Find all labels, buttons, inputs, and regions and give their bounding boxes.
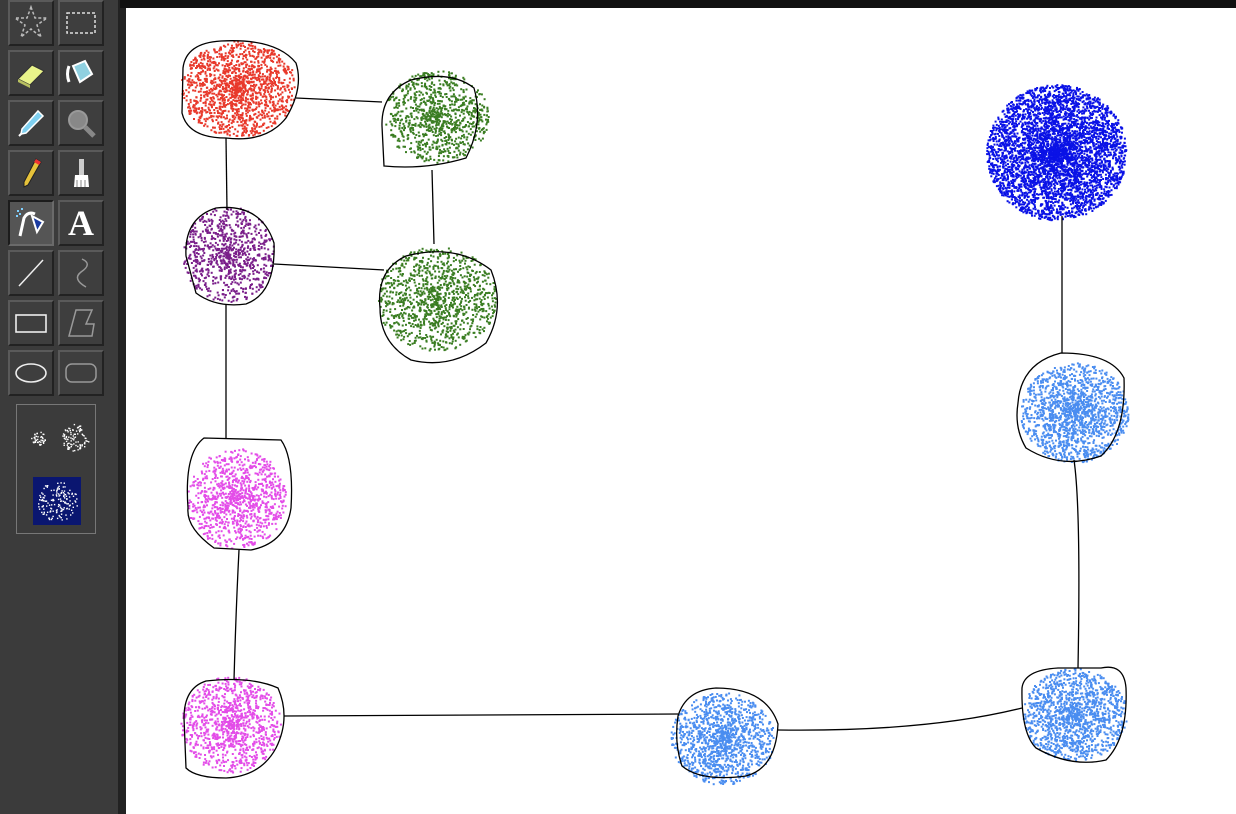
rectangle-icon [15,314,47,333]
paint-bucket-icon [66,59,94,84]
tool-select-button[interactable] [58,0,104,46]
blob-outline-purple [185,206,275,306]
text-icon: A [68,203,94,243]
blob-outline-green-1 [381,75,479,168]
brush-icon [74,159,89,187]
tool-fill-with-color-button[interactable] [58,50,104,96]
toolbox-divider [118,0,126,814]
ellipse-icon [15,363,47,383]
pencil-icon [23,158,42,188]
airbrush-blob-magenta-1 [187,448,287,550]
airbrush-blob-magenta-2 [180,676,282,774]
tool-line-button[interactable] [8,250,54,296]
tool-pick-color-button[interactable] [8,100,54,146]
blob-outline-light-blue-2 [1016,352,1125,462]
connector-line-4 [273,263,385,271]
tool-rectangle-button[interactable] [8,300,54,346]
tool-text-button[interactable]: A [58,200,104,246]
connector-line-1 [295,97,383,103]
star-select-icon [12,4,50,40]
airbrush-size-medium-option[interactable] [57,417,93,457]
tool-ellipse-button[interactable] [8,350,54,396]
rect-select-icon [66,12,96,34]
rounded-rectangle-icon [65,363,97,383]
curve-icon [76,258,88,288]
tool-curve-button[interactable] [58,250,104,296]
canvas-drawing [180,40,1130,786]
connector-line-7 [283,713,679,717]
drawing-canvas[interactable] [126,8,1236,814]
blob-outline-magenta-1 [186,437,293,551]
connector-line-10 [1073,459,1080,669]
canvas-top-edge [120,0,1236,8]
blob-outline-green-2 [378,251,499,364]
magnifier-icon [68,110,96,138]
line-icon [18,259,44,287]
tool-rounded-rectangle-button[interactable] [58,350,104,396]
airbrush-blob-blue [986,84,1128,222]
tool-airbrush-button[interactable] [8,200,54,246]
eraser-icon [17,64,45,88]
tool-eraser-button[interactable] [8,50,54,96]
connector-line-6 [233,549,240,681]
toolbox: A [0,0,118,814]
blob-outline-red [181,40,300,140]
blob-outline-magenta-2 [183,678,285,779]
connector-line-2 [431,169,435,245]
tool-pencil-button[interactable] [8,150,54,196]
airbrush-blob-purple [183,207,275,303]
connector-line-3 [225,137,228,211]
tool-brush-button[interactable] [58,150,104,196]
airbrush-icon [16,208,45,237]
airbrush-size-small-option[interactable] [23,423,53,453]
airbrush-blob-green-1 [385,70,490,164]
airbrush-blob-green-2 [378,247,498,352]
tool-magnifier-button[interactable] [58,100,104,146]
airbrush-blob-light-blue-1 [670,692,775,786]
blob-outline-light-blue-3 [1021,666,1127,763]
connector-line-8 [777,707,1023,731]
tool-free-form-select-button[interactable] [8,0,54,46]
airbrush-blob-red [181,40,296,137]
tool-polygon-button[interactable] [58,300,104,346]
airbrush-blob-light-blue-2 [1020,362,1130,464]
eyedropper-icon [18,109,45,137]
airbrush-size-large-option[interactable] [33,477,81,525]
polygon-icon [68,309,95,337]
airbrush-size-options [16,404,96,534]
airbrush-blob-light-blue-3 [1022,668,1128,762]
blob-outline-light-blue-1 [676,687,779,779]
